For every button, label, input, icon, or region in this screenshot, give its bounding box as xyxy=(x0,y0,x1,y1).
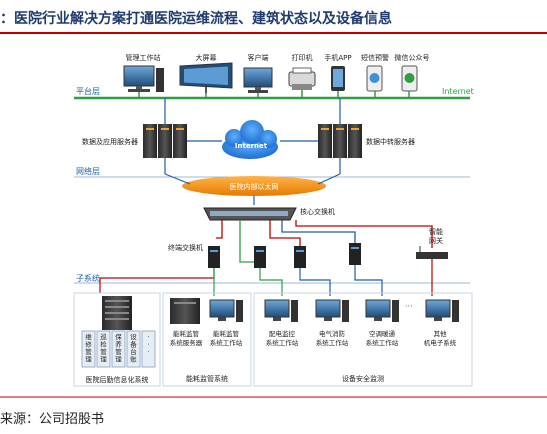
big-screen-icon xyxy=(179,62,233,93)
title-divider xyxy=(0,32,547,34)
device-label-sms: 短信预警 xyxy=(361,53,389,62)
energy-workstation-icon xyxy=(209,299,243,322)
page-title: ：医院行业解决方案打通医院运维流程、建筑状态以及设备信息 xyxy=(0,11,392,27)
internet-line-label: Internet xyxy=(442,87,474,96)
energy-server-label-1: 能耗监管 xyxy=(173,329,200,338)
safety-workstations: ··· xyxy=(264,299,459,322)
module-maintenance: 保养管理 xyxy=(115,332,122,364)
network-layer-label: 网络层 xyxy=(76,166,100,176)
lan-label: 医院内部以太网 xyxy=(230,182,279,191)
right-server-icon xyxy=(318,124,362,158)
subsystem-layer: 子系统 xyxy=(74,273,470,284)
hospital-lan xyxy=(182,176,326,196)
power-monitor-workstation-icon xyxy=(264,299,298,322)
hvac-label-2: 系统工作站 xyxy=(366,338,399,347)
other-mep-label-2: 机电子系统 xyxy=(424,338,457,347)
energy-server-icon xyxy=(170,298,200,324)
energy-server-label-2: 系统服务器 xyxy=(170,338,203,347)
ellipsis-dots: ··· xyxy=(405,302,413,311)
energy-ws-label-1: 能耗监管 xyxy=(213,329,240,338)
backend-panel xyxy=(73,292,161,387)
device-label-client: 客户端 xyxy=(248,53,269,62)
smart-gateway-icon xyxy=(416,246,448,259)
other-mep-workstation-icon xyxy=(425,299,459,322)
power-monitor-label-2: 系统工作站 xyxy=(266,338,299,347)
fire-electric-label-2: 系统工作站 xyxy=(316,338,349,347)
internet-cloud-icon xyxy=(222,120,278,159)
right-server-label: 数据中转服务器 xyxy=(366,137,415,146)
core-switch-icon xyxy=(203,207,297,221)
safety-title: 设备安全监测 xyxy=(342,374,384,383)
power-monitor-label-1: 配电监控 xyxy=(269,329,296,338)
energy-title: 能耗监管系统 xyxy=(186,374,228,383)
energy-panel xyxy=(162,292,252,387)
sms-alert-icon xyxy=(366,65,383,92)
device-label-app: 手机APP xyxy=(324,53,351,62)
platform-layer-label: 平台层 xyxy=(76,86,100,96)
gateway-label-2: 网关 xyxy=(429,236,443,245)
safety-panel xyxy=(253,292,473,387)
module-ledger: 设备台账 xyxy=(130,332,137,364)
backend-title: 医院后勤信息化系统 xyxy=(86,375,149,384)
printer-icon xyxy=(288,67,316,90)
platform-layer: 平台层 Internet xyxy=(74,86,474,100)
gateway-label-1: 智能 xyxy=(429,227,443,236)
mobile-app-icon xyxy=(331,66,345,91)
top-devices: 管理工作站 大屏幕 客户端 打印机 手机APP xyxy=(123,53,430,98)
module-more: ··· xyxy=(147,333,149,356)
core-switch-label: 核心交换机 xyxy=(300,207,335,216)
hvac-workstation-icon xyxy=(365,299,399,322)
device-label-bigscreen: 大屏幕 xyxy=(196,53,217,62)
fire-electric-label-1: 电气消防 xyxy=(319,329,346,338)
subsystem-layer-label: 子系统 xyxy=(76,273,100,283)
left-server-icon xyxy=(143,124,187,158)
client-pc-icon xyxy=(243,67,273,93)
other-mep-label-1: 其他 xyxy=(434,329,448,338)
device-label-workstation: 管理工作站 xyxy=(126,53,161,62)
fire-electric-workstation-icon xyxy=(315,299,349,322)
device-label-printer: 打印机 xyxy=(292,53,313,62)
wechat-icon xyxy=(401,65,418,92)
network-layer: 网络层 xyxy=(74,166,470,178)
module-inspection: 巡检管理 xyxy=(100,332,107,364)
management-workstation-icon xyxy=(123,65,164,92)
backend-rack-icon xyxy=(102,296,132,330)
module-repair: 维修管理 xyxy=(85,332,92,364)
device-label-wechat: 微信公众号 xyxy=(395,53,430,62)
cloud-label: Internet xyxy=(235,142,268,150)
terminal-switch-label: 终端交换机 xyxy=(168,243,203,252)
source-note: 来源：公司招股书 xyxy=(0,412,105,427)
left-server-label: 数据及应用服务器 xyxy=(82,137,138,146)
hvac-label-1: 空调暖通 xyxy=(369,329,396,338)
device-drop-lines xyxy=(138,90,410,98)
energy-ws-label-2: 系统工作站 xyxy=(210,338,243,347)
terminal-switch-icons xyxy=(208,243,361,268)
backend-modules xyxy=(81,330,156,368)
